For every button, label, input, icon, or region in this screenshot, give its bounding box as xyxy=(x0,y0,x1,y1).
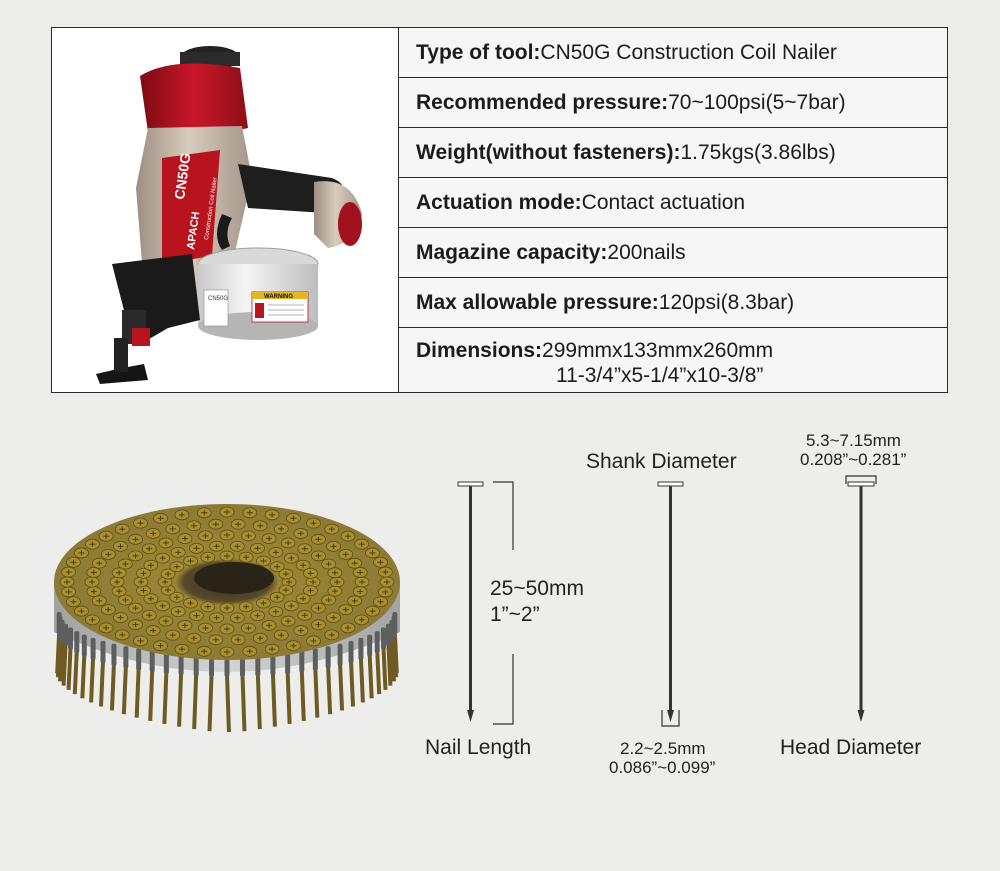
shank-diameter-mm: 2.2~2.5mm xyxy=(620,739,706,758)
spec-row-dimensions: Dimensions:299mmx133mmx260mm 11-3/4”x5-1… xyxy=(399,328,947,392)
spec-table: APACH CN50G Construction Coil Nailer CN5… xyxy=(51,27,948,393)
head-diameter-in: 0.208”~0.281” xyxy=(800,450,907,469)
spec-value: 120psi(8.3bar) xyxy=(658,290,795,314)
spec-label: Actuation mode: xyxy=(416,190,582,214)
spec-row-weight: Weight(without fasteners):1.75kgs(3.86lb… xyxy=(399,128,947,178)
shank-diameter-in: 0.086”~0.099” xyxy=(609,758,716,777)
nail-length-in: 1”~2” xyxy=(490,603,540,626)
spec-label: Max allowable pressure: xyxy=(416,290,659,314)
tool-brand-text: APACH xyxy=(185,211,202,251)
spec-value: 299mmx133mmx260mm xyxy=(542,339,774,362)
magazine-warning-text: WARNING xyxy=(264,294,293,300)
shank-diameter-title: Shank Diameter xyxy=(586,450,737,473)
coil-nailer-image: APACH CN50G Construction Coil Nailer CN5… xyxy=(96,46,362,384)
spec-value: Contact actuation xyxy=(581,190,746,214)
spec-label: Weight(without fasteners): xyxy=(416,140,681,164)
nail-length-title: Nail Length xyxy=(425,736,532,759)
nail-dimensions-section: 25~50mm 1”~2” Nail Length Shank Diameter… xyxy=(0,400,1000,871)
spec-row-actuation: Actuation mode:Contact actuation xyxy=(399,178,947,228)
spec-rows: Type of tool:CN50G Construction Coil Nai… xyxy=(399,28,947,392)
spec-row-pressure: Recommended pressure:70~100psi(5~7bar) xyxy=(399,78,947,128)
spec-row-max-pressure: Max allowable pressure:120psi(8.3bar) xyxy=(399,278,947,328)
spec-label: Magazine capacity: xyxy=(416,240,608,264)
spec-label: Type of tool: xyxy=(416,40,541,64)
nail-length-diagram xyxy=(457,481,514,725)
spec-value: 70~100psi(5~7bar) xyxy=(668,90,846,114)
nail-length-mm: 25~50mm xyxy=(490,577,584,600)
magazine-model-text: CN50G xyxy=(208,296,228,302)
spec-value: 1.75kgs(3.86lbs) xyxy=(680,140,836,164)
shank-diameter-diagram xyxy=(657,481,684,727)
tool-model-text: CN50G xyxy=(171,152,193,201)
spec-value-imperial: 11-3/4”x5-1/4”x10-3/8” xyxy=(556,364,764,387)
spec-label: Dimensions: xyxy=(416,339,543,362)
head-diameter-title: Head Diameter xyxy=(780,736,922,759)
spec-value: 200nails xyxy=(607,240,686,264)
spec-row-capacity: Magazine capacity:200nails xyxy=(399,228,947,278)
nail-coil-image xyxy=(54,504,400,732)
spec-label: Recommended pressure: xyxy=(416,90,669,114)
spec-row-tool-type: Type of tool:CN50G Construction Coil Nai… xyxy=(399,28,947,78)
head-diameter-mm: 5.3~7.15mm xyxy=(806,431,901,450)
product-photo-cell: APACH CN50G Construction Coil Nailer CN5… xyxy=(52,28,399,392)
spec-value: CN50G Construction Coil Nailer xyxy=(540,40,837,64)
head-diameter-diagram xyxy=(845,475,877,722)
